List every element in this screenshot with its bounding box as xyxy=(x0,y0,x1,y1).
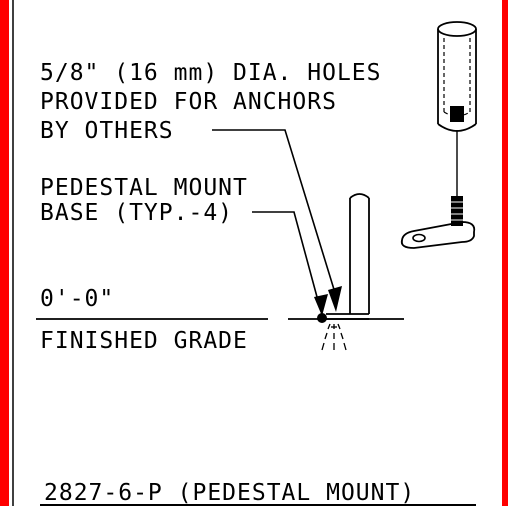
base-leader-line xyxy=(252,211,321,309)
grade-label: FINISHED GRADE xyxy=(40,328,248,354)
base-note-line-2: BASE (TYP.-4) xyxy=(40,200,233,226)
anchor-dashes-icon xyxy=(321,323,347,351)
pedestal-elevation xyxy=(317,193,370,351)
drawing-title: 2827-6-P (PEDESTAL MOUNT) xyxy=(44,480,415,506)
stud-icon xyxy=(450,106,464,122)
base-note-line-1: PEDESTAL MOUNT xyxy=(40,175,248,201)
holes-leader-arrow xyxy=(328,286,342,312)
grade-elevation: 0'-0" xyxy=(40,286,114,312)
right-border xyxy=(502,0,508,506)
holes-note-line-3: BY OTHERS xyxy=(40,118,174,144)
left-border xyxy=(0,0,9,506)
holes-leader-line xyxy=(212,129,337,297)
anchor-hole-icon xyxy=(412,233,426,243)
threaded-stud-icon xyxy=(451,196,463,226)
anchor-bolt-head-icon xyxy=(317,313,327,323)
holes-note-line-2: PROVIDED FOR ANCHORS xyxy=(40,89,337,115)
exploded-pedestal-view xyxy=(400,21,477,249)
base-plate-icon xyxy=(400,221,476,249)
base-leader-arrow xyxy=(314,294,328,316)
holes-note-line-1: 5/8" (16 mm) DIA. HOLES xyxy=(40,60,382,86)
